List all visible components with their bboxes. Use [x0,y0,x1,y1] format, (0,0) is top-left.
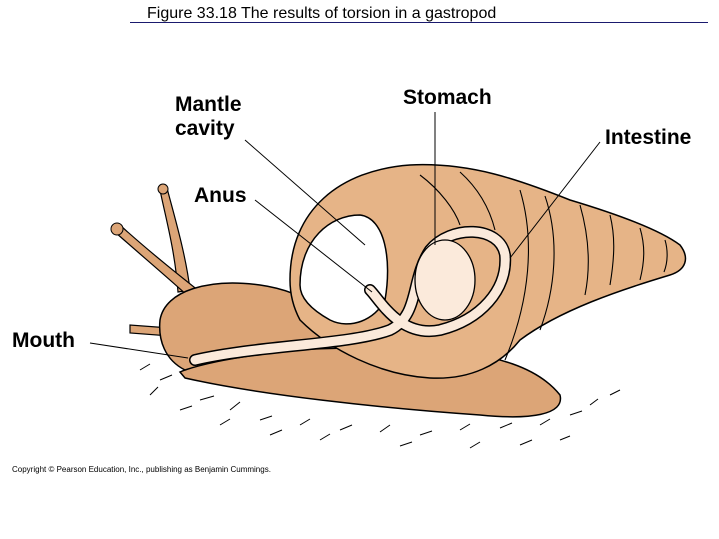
label-intestine: Intestine [605,126,692,149]
label-mantle-cavity: Mantle cavity [175,93,242,141]
shell-lines [419,171,668,361]
label-mantle-line1: Mantle [175,93,242,116]
ground-texture [139,363,621,449]
label-stomach: Stomach [403,86,492,109]
figure-title: Figure 33.18 The results of torsion in a… [147,5,497,22]
copyright: Copyright © Pearson Education, Inc., pub… [12,465,271,474]
leader-lines [89,112,601,359]
title-underline [130,22,708,23]
label-anus: Anus [194,184,247,207]
label-mouth: Mouth [12,329,75,352]
stomach [414,239,476,321]
label-mantle-line2: cavity [175,117,235,140]
